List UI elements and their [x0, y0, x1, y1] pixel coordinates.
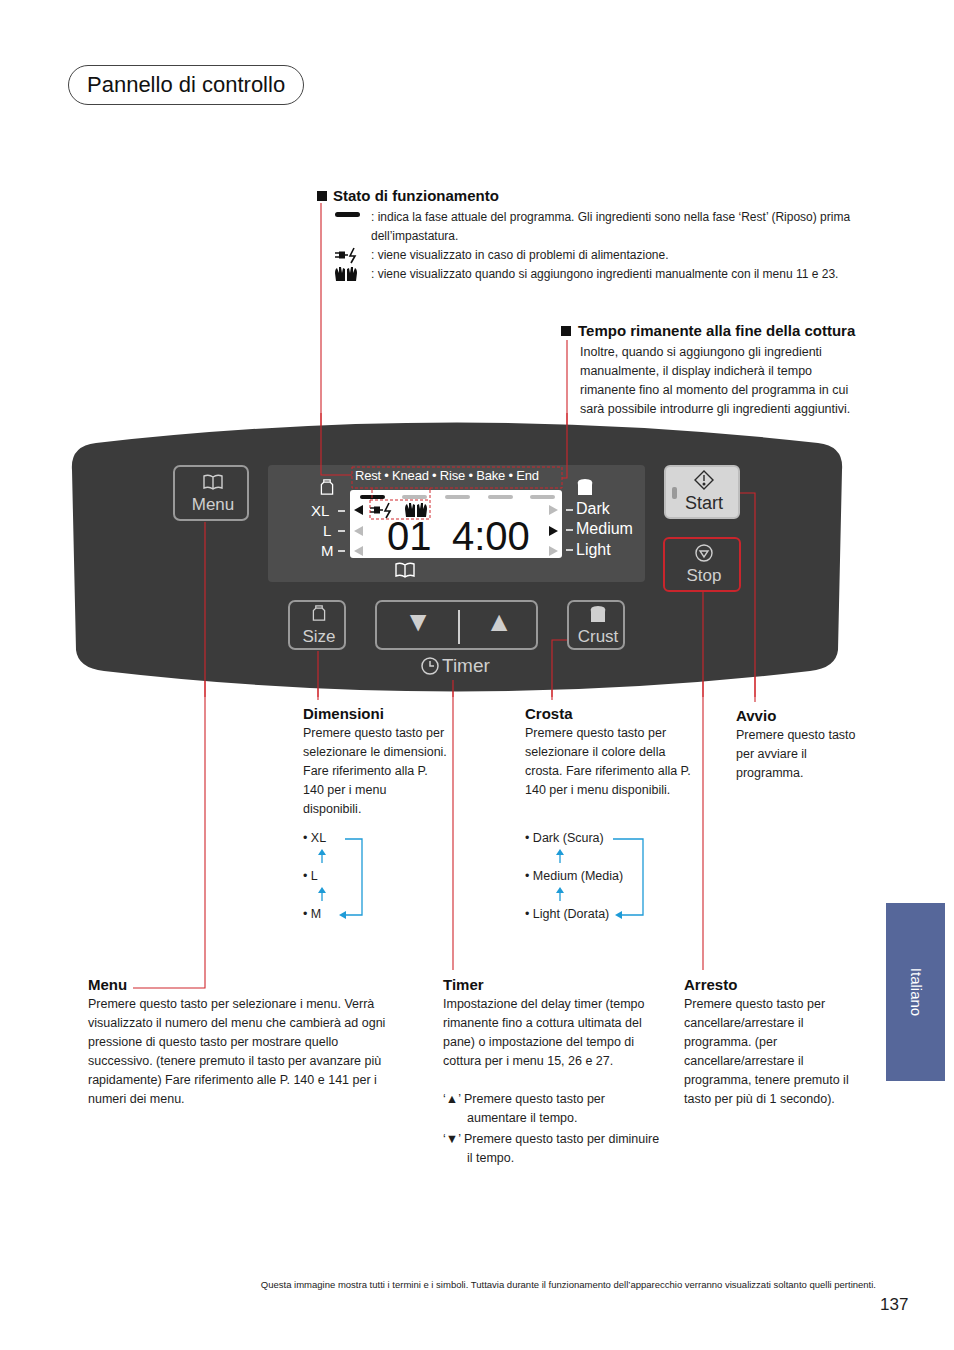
callout-heading: Avvio: [736, 706, 776, 725]
button-label: 4:00: [452, 516, 530, 556]
leader-line: [740, 493, 755, 697]
button-label: ▼: [404, 608, 432, 636]
display-panel: Rest • Knead • Rise • Bake • EndXL LM Dark…: [268, 465, 645, 582]
crust-list: • Dark (Scura) • Medium (Media) • Light (D…: [525, 829, 650, 924]
button-label: Dark: [576, 500, 610, 518]
button-label: XL: [311, 502, 329, 519]
page-title: Pannello di controllo: [68, 65, 304, 105]
leader-line: [562, 465, 567, 478]
leader-line: [452, 680, 453, 697]
panel-artwork: [377, 602, 540, 652]
button-label: Start: [685, 493, 723, 514]
callout-text: : viene visualizzato quando si aggiungon…: [371, 265, 851, 284]
callout-text: Premere questo tasto per cancellare/arre…: [684, 995, 864, 1109]
callout-text: : viene visualizzato in caso di problemi…: [371, 246, 851, 265]
leader-line: [133, 522, 205, 697]
footnote: Questa immagine mostra tutti i termini e…: [150, 1279, 876, 1291]
callout-text: ‘▼’ Premere questo tasto per diminuire i…: [443, 1130, 667, 1168]
callout-text: Premere questo tasto per selezionare le …: [303, 724, 448, 819]
leader-line: [702, 592, 703, 697]
callout-text: • L: [303, 867, 318, 886]
size-button: Size: [288, 600, 346, 650]
control-panel: Timer Menu Rest • Knead • Rise • Bake • En…: [68, 413, 846, 697]
callout-heading: Stato di funzionamento: [333, 186, 499, 205]
button-label: 01: [387, 516, 432, 556]
callout-text: • Medium (Media): [525, 867, 623, 886]
button-label: M: [321, 542, 334, 559]
button-label: Size: [302, 627, 335, 647]
callout-heading: Arresto: [684, 975, 737, 994]
lcd-screen: 01 4:00: [350, 490, 562, 558]
button-label: Crust: [578, 627, 619, 647]
timer-arrow-buttons: ▼▲: [375, 600, 538, 650]
crust-button: Crust: [567, 600, 625, 650]
callout-heading: Tempo rimanente alla fine della cottura: [578, 321, 855, 340]
button-label: ▲: [485, 608, 513, 636]
callout-heading: Menu: [88, 975, 127, 994]
leader-line: [317, 651, 318, 700]
callout-text: 137: [880, 1294, 908, 1316]
callout-text: • Light (Dorata): [525, 905, 609, 924]
leader-line: [317, 651, 318, 697]
callout-text: • XL: [303, 829, 326, 848]
button-label: Italiano: [907, 968, 924, 1016]
stop-button: Stop: [663, 537, 741, 592]
bullet-square: [561, 326, 571, 336]
button-label: Timer: [442, 655, 490, 677]
hands-symbol: [335, 267, 357, 281]
callout-text: Inoltre, quando si aggiungono gli ingred…: [580, 343, 865, 419]
leader-line: [552, 640, 567, 697]
leader-line: [702, 592, 703, 970]
start-button: Start: [664, 465, 740, 519]
button-label: Rest • Knead • Rise • Bake • End: [355, 469, 539, 484]
callout-text: Premere questo tasto per selezionare i m…: [88, 995, 388, 1109]
callout-heading: Timer: [443, 975, 484, 994]
bullet-square: [317, 191, 327, 201]
callout-heading: Dimensioni: [303, 704, 384, 723]
timer-keys-list: ‘▲’ Premere questo tasto per aumentare i…: [443, 1090, 648, 1170]
leader-line: [321, 465, 352, 475]
button-label: Light: [576, 541, 611, 559]
button-label: Stop: [687, 566, 722, 586]
power-symbol: [335, 248, 355, 263]
size-list: • XL • L • M: [303, 829, 373, 924]
button-label: Menu: [192, 495, 235, 515]
callout-text: ‘▲’ Premere questo tasto per aumentare i…: [443, 1090, 667, 1128]
language-tab: Italiano: [886, 903, 945, 1081]
callout-text: Premere questo tasto per avviare il prog…: [736, 726, 861, 783]
button-label: L: [323, 522, 331, 539]
callout-text: Impostazione del delay timer (tempo rima…: [443, 995, 648, 1071]
callout-heading: Crosta: [525, 704, 573, 723]
leader-line: [452, 680, 453, 970]
menu-button: Menu: [173, 465, 249, 521]
callout-text: • Dark (Scura): [525, 829, 604, 848]
callout-text: : indica la fase attuale del programma. …: [371, 208, 851, 246]
button-label: Medium: [576, 520, 633, 538]
phase-bar-symbol: [335, 212, 360, 217]
callout-text: • M: [303, 905, 321, 924]
callout-text: Premere questo tasto per selezionare il …: [525, 724, 695, 800]
